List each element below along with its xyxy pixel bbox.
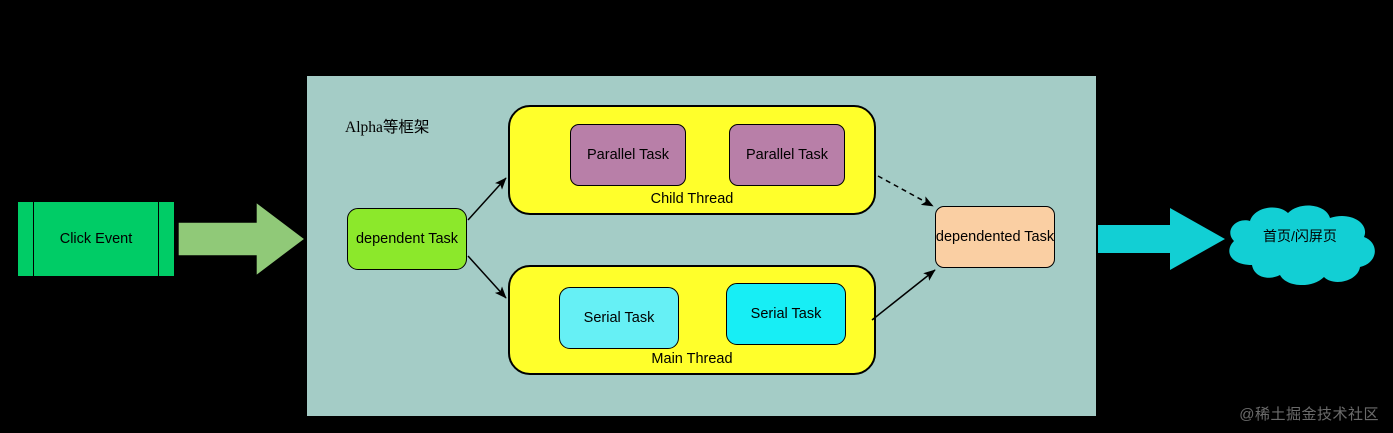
parallel-task-label-2: Parallel Task bbox=[746, 147, 828, 163]
main-thread-container[interactable]: Serial Task Serial Task Main Thread bbox=[508, 265, 876, 375]
serial-task-node-1[interactable]: Serial Task bbox=[559, 287, 679, 349]
serial-task-node-2[interactable]: Serial Task bbox=[726, 283, 846, 345]
framework-panel-title: Alpha等框架 bbox=[345, 119, 430, 136]
serial-task-label-1: Serial Task bbox=[583, 310, 655, 326]
dependented-task-label: dependented Task bbox=[935, 229, 1055, 245]
click-event-box[interactable]: Click Event bbox=[17, 201, 175, 277]
dependent-task-node[interactable]: dependent Task bbox=[347, 208, 467, 270]
subroutine-divider-right bbox=[158, 202, 159, 276]
flow-arrow-icon bbox=[178, 200, 306, 278]
cloud-icon bbox=[1229, 205, 1375, 286]
child-thread-container[interactable]: Parallel Task Parallel Task Child Thread bbox=[508, 105, 876, 215]
framework-panel: Alpha等框架 dependent Task Parallel Task Pa… bbox=[307, 76, 1096, 416]
watermark-text: @稀土掘金技术社区 bbox=[1239, 406, 1379, 423]
result-cloud-label: 首页/闪屏页 bbox=[1263, 228, 1337, 244]
parallel-task-node-1[interactable]: Parallel Task bbox=[570, 124, 686, 186]
parallel-task-node-2[interactable]: Parallel Task bbox=[729, 124, 845, 186]
output-arrow-icon bbox=[1098, 208, 1225, 270]
dependented-task-node[interactable]: dependented Task bbox=[935, 206, 1055, 268]
subroutine-divider-left bbox=[33, 202, 34, 276]
click-event-label: Click Event bbox=[59, 231, 133, 247]
child-thread-label: Child Thread bbox=[650, 191, 734, 207]
serial-task-label-2: Serial Task bbox=[750, 306, 822, 322]
main-thread-label: Main Thread bbox=[651, 351, 733, 367]
dependent-task-label: dependent Task bbox=[355, 231, 459, 247]
parallel-task-label-1: Parallel Task bbox=[587, 147, 669, 163]
